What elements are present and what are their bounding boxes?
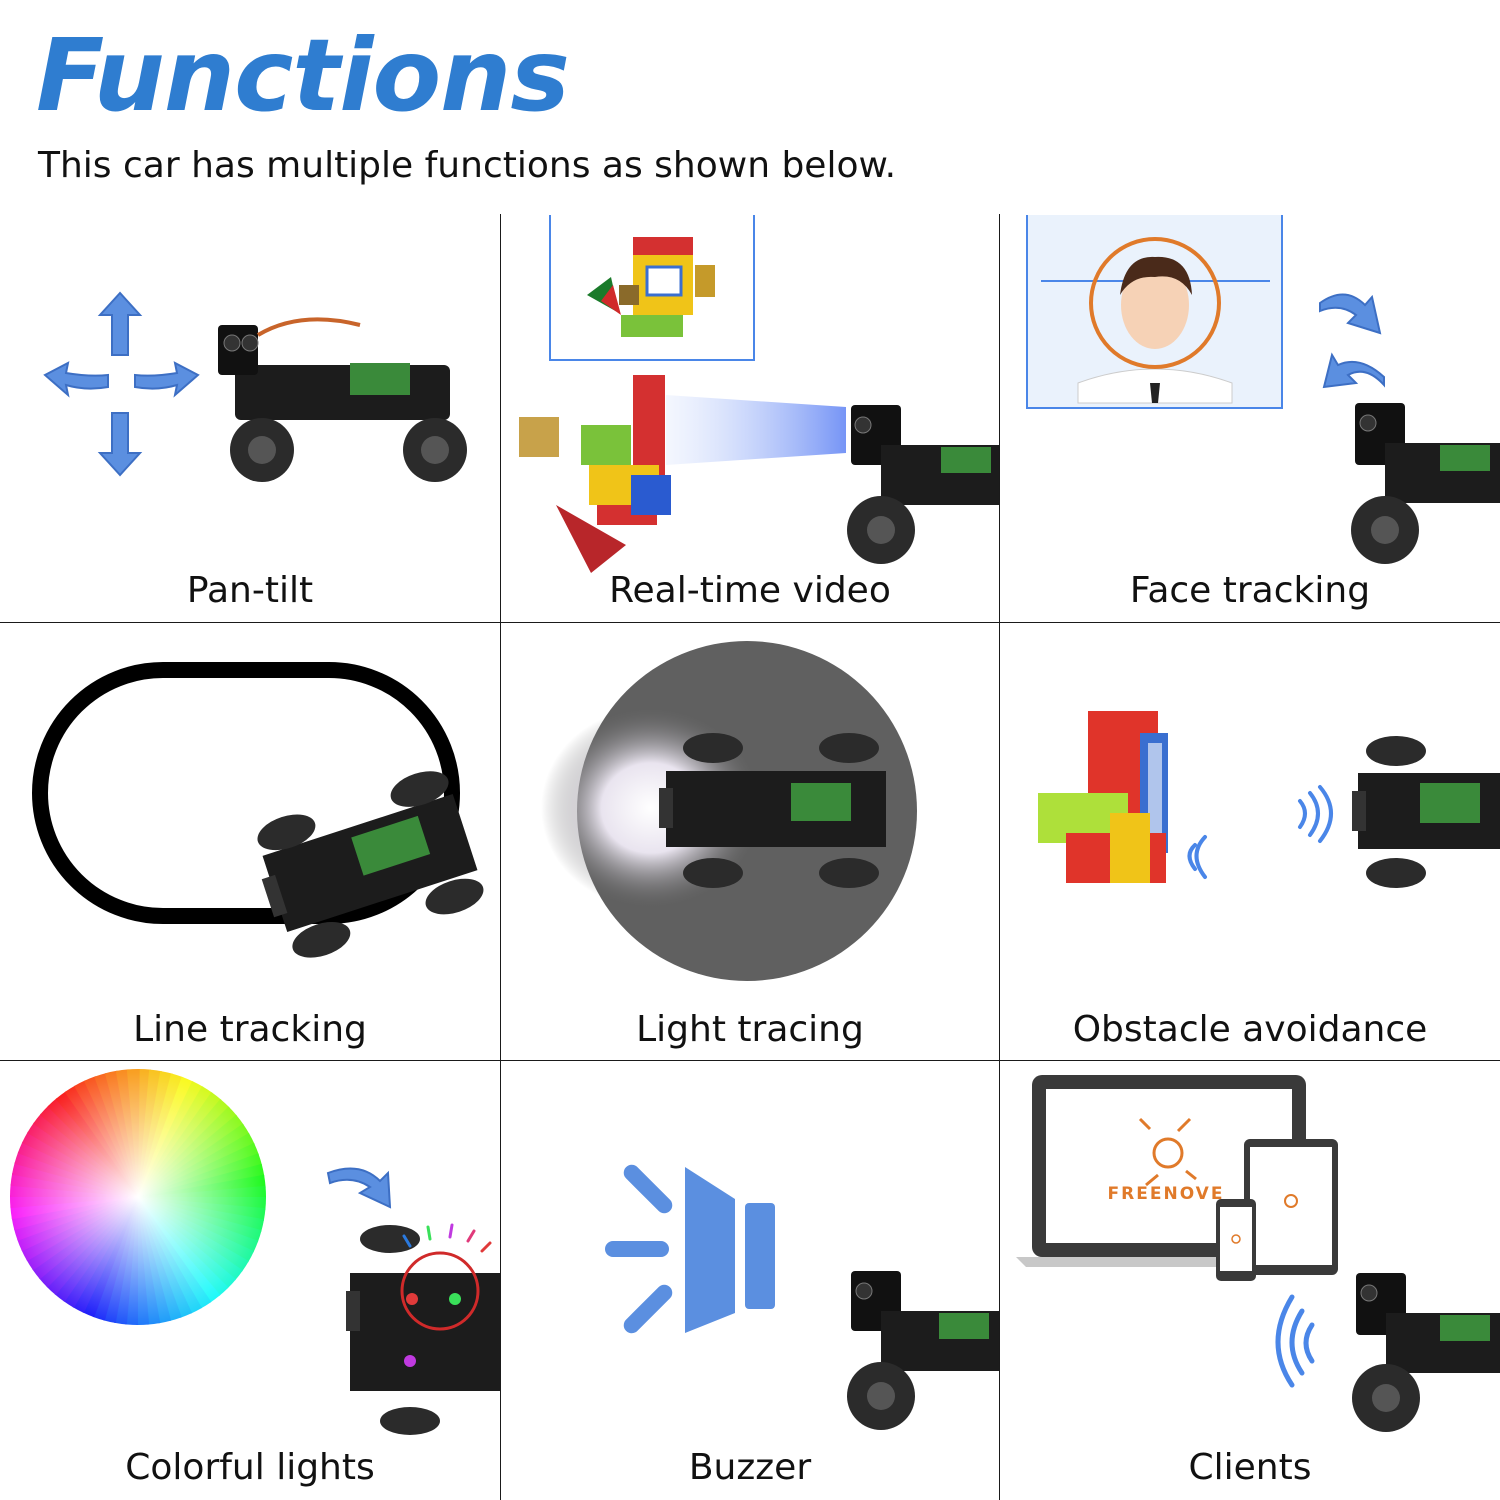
color-wheel-icon: [9, 1069, 500, 1435]
robot-car-icon: [1351, 403, 1500, 564]
face-avatar-icon: [1077, 237, 1233, 404]
function-cell-obstacle-avoidance: Obstacle avoidance: [1000, 623, 1500, 1060]
function-cell-light-tracing: Light tracing: [501, 623, 999, 1060]
wifi-waves-icon: [1275, 1294, 1315, 1388]
signal-waves-icon: [1187, 785, 1333, 879]
function-label-obstacle-avoidance: Obstacle avoidance: [1072, 1009, 1428, 1050]
function-label-clients: Clients: [1188, 1447, 1312, 1488]
grid-divider: [999, 214, 1000, 1500]
blocks-preview-image: [587, 237, 715, 337]
grid-divider: [0, 622, 1500, 623]
page-subtitle: This car has multiple functions as shown…: [38, 145, 897, 186]
function-cell-clients: FREENOVE Clients: [1000, 1061, 1500, 1500]
arrow-icon: [326, 1167, 392, 1209]
function-cell-line-tracking: Line tracking: [0, 623, 500, 1060]
blocks-scene-image: [519, 375, 671, 573]
grid-divider: [0, 1060, 1500, 1061]
robot-car-icon: [1352, 1273, 1500, 1432]
robot-car-icon: [847, 1271, 999, 1430]
robot-car-icon: [346, 1223, 500, 1435]
brand-text: FREENOVE: [1108, 1184, 1225, 1204]
function-label-light-tracing: Light tracing: [636, 1009, 864, 1050]
robot-car-icon: [847, 405, 999, 564]
face-frame-icon: [1026, 215, 1500, 564]
robot-car-icon: [257, 771, 484, 958]
function-cell-colorful-lights: Colorful lights: [0, 1061, 500, 1500]
function-label-real-time-video: Real-time video: [609, 570, 891, 611]
obstacle-blocks-icon: [1038, 711, 1500, 888]
function-label-face-tracking: Face tracking: [1129, 570, 1371, 611]
page-title: Functions: [36, 17, 570, 134]
function-cell-face-tracking: Face tracking: [1000, 215, 1500, 622]
devices-icon: FREENOVE: [1016, 1075, 1500, 1432]
robot-car-icon: [1352, 736, 1500, 888]
robot-car-icon: [218, 317, 467, 482]
function-label-colorful-lights: Colorful lights: [125, 1447, 375, 1488]
track-loop-icon: [32, 662, 484, 958]
function-cell-buzzer: Buzzer: [501, 1061, 999, 1500]
rotate-arrows-icon: [1319, 293, 1385, 389]
function-label-buzzer: Buzzer: [688, 1447, 812, 1488]
camera-video-icon: [519, 215, 999, 573]
function-label-pan-tilt: Pan-tilt: [186, 570, 314, 611]
function-label-line-tracking: Line tracking: [133, 1009, 367, 1050]
grid-divider: [500, 214, 501, 1500]
function-cell-real-time-video: Real-time video: [501, 215, 999, 622]
tablet-icon: [1244, 1139, 1338, 1275]
freenove-logo-icon: [1138, 1117, 1197, 1187]
blocks-obstacle-image: [1038, 711, 1168, 883]
speaker-icon: [605, 1164, 999, 1430]
robot-car-icon: [659, 733, 886, 888]
pan-tilt-arrows-icon: [43, 291, 467, 482]
phone-icon: [1216, 1199, 1256, 1281]
light-spot-icon: [541, 641, 917, 981]
function-cell-pan-tilt: Pan-tilt: [0, 215, 500, 622]
